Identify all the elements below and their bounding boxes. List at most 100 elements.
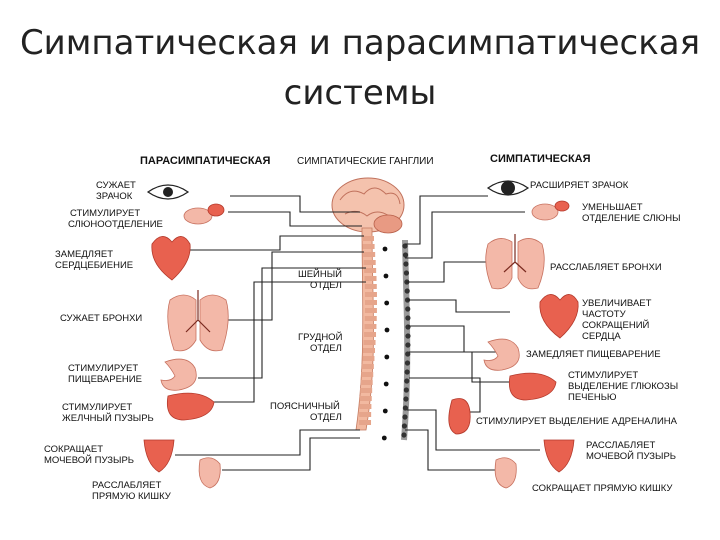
effect-bladder-relax-l2: МОЧЕВОЙ ПУЗЫРЬ xyxy=(586,450,676,462)
salivary-gland-icon xyxy=(531,200,570,221)
ganglion-node xyxy=(403,387,409,393)
vertebra xyxy=(363,340,376,345)
effect-gallbladder-l2: ЖЕЛЧНЫЙ ПУЗЫРЬ xyxy=(62,412,154,424)
section-thoracic-line2: ОТДЕЛ xyxy=(310,343,342,354)
ganglion-node xyxy=(405,333,411,339)
effect-rectum-contract: СОКРАЩАЕТ ПРЯМУЮ КИШКУ xyxy=(532,483,673,494)
section-lumbar-line1: ПОЯСНИЧНЫЙ xyxy=(270,400,340,412)
nerve-root-node xyxy=(383,381,389,387)
ganglion-node xyxy=(405,306,411,312)
ganglion-node xyxy=(402,405,409,411)
ganglion-node xyxy=(404,360,411,366)
effect-salivation-l2: СЛЮНООТДЕЛЕНИЕ xyxy=(68,219,163,230)
effect-digestion-slow: ЗАМЕДЛЯЕТ ПИЩЕВАРЕНИЕ xyxy=(526,349,661,360)
effect-heart-rate-l3: СОКРАЩЕНИЙ xyxy=(582,319,650,331)
salivary-gland-icon xyxy=(183,203,225,225)
effect-rectum-relax-l1: РАССЛАБЛЯЕТ xyxy=(92,480,161,491)
effect-salivation-l1: СТИМУЛИРУЕТ xyxy=(70,208,140,219)
sympathetic-labels: РАСШИРЯЕТ ЗРАЧОК УМЕНЬШАЕТ ОТДЕЛЕНИЕ СЛЮ… xyxy=(476,180,681,494)
vertebra xyxy=(363,260,376,265)
nerve-root-node xyxy=(384,300,390,306)
effect-pupil-dilate: РАСШИРЯЕТ ЗРАЧОК xyxy=(530,180,629,191)
stomach-icon xyxy=(483,338,520,371)
vertebra xyxy=(364,276,377,281)
effect-saliva-reduce-l2: ОТДЕЛЕНИЕ СЛЮНЫ xyxy=(582,213,681,224)
spinal-column xyxy=(355,227,377,431)
ganglion-node xyxy=(403,396,409,402)
effect-bladder-contract-l2: МОЧЕВОЙ ПУЗЫРЬ xyxy=(44,454,134,466)
ganglion-node xyxy=(405,315,411,321)
vertebra xyxy=(359,396,372,401)
vertebra xyxy=(359,412,372,417)
parasympathetic-labels: СУЖАЕТ ЗРАЧОК СТИМУЛИРУЕТ СЛЮНООТДЕЛЕНИЕ… xyxy=(44,180,172,502)
vertebra xyxy=(364,332,377,337)
effect-glucose-l1: СТИМУЛИРУЕТ xyxy=(568,370,638,381)
heart-icon xyxy=(151,236,191,281)
section-cervical-line1: ШЕЙНЫЙ xyxy=(298,268,342,280)
liver-icon xyxy=(166,392,215,421)
ganglion-node xyxy=(401,432,407,438)
vertebra xyxy=(364,316,377,321)
brain-illustration xyxy=(331,177,405,234)
title-line-1: Симпатическая и парасимпатическая xyxy=(19,23,701,63)
ganglion-node xyxy=(402,414,408,420)
effect-glucose-l3: ПЕЧЕНЬЮ xyxy=(568,392,617,403)
ganglion-node xyxy=(401,423,408,429)
sympathetic-ganglia-chain xyxy=(381,239,411,441)
section-lumbar-line2: ОТДЕЛ xyxy=(310,412,342,423)
effect-heart-rate-l1: УВЕЛИЧИВАЕТ xyxy=(582,298,652,309)
slide-title: Симпатическая и парасимпатическая систем… xyxy=(0,18,720,118)
nerve-root-node xyxy=(382,408,388,414)
vertebra xyxy=(363,348,376,353)
header-sympathetic: СИМПАТИЧЕСКАЯ xyxy=(490,153,591,165)
vertebra xyxy=(364,292,377,297)
vertebra xyxy=(361,372,374,377)
bladder-icon xyxy=(143,439,175,473)
effect-adrenaline: СТИМУЛИРУЕТ ВЫДЕЛЕНИЕ АДРЕНАЛИНА xyxy=(476,416,678,427)
ganglion-node xyxy=(402,243,408,249)
bladder-icon xyxy=(543,439,575,473)
rectum-icon xyxy=(494,457,517,489)
ganglion-node xyxy=(404,378,410,384)
organs-sympathetic xyxy=(448,180,579,489)
ganglion-node xyxy=(405,342,411,348)
stomach-icon xyxy=(160,358,197,391)
vertebra xyxy=(362,244,375,249)
nerve-root-node xyxy=(384,327,390,333)
effect-pupil-constrict-l1: СУЖАЕТ xyxy=(96,180,136,191)
effect-gallbladder-l1: СТИМУЛИРУЕТ xyxy=(62,402,132,413)
header-parasympathetic: ПАРАСИМПАТИЧЕСКАЯ xyxy=(140,155,270,167)
effect-heart-slow-l1: ЗАМЕДЛЯЕТ xyxy=(55,249,113,260)
ganglion-node xyxy=(402,252,409,258)
nerve-connections xyxy=(175,195,540,471)
section-thoracic-line1: ГРУДНОЙ xyxy=(298,331,343,343)
ganglion-node xyxy=(405,351,411,357)
vertebra xyxy=(362,356,375,361)
vertebra xyxy=(361,364,374,369)
ganglion-node xyxy=(404,369,410,375)
organs-parasympathetic xyxy=(143,184,229,489)
vertebra xyxy=(359,404,372,409)
header-ganglia: СИМПАТИЧЕСКИЕ ГАНГЛИИ xyxy=(297,156,434,167)
effect-bladder-relax-l1: РАССЛАБЛЯЕТ xyxy=(586,440,655,451)
ganglion-node xyxy=(404,288,410,294)
vertebra xyxy=(359,420,372,425)
effect-rectum-relax-l2: ПРЯМУЮ КИШКУ xyxy=(92,491,172,502)
nerve-root-node xyxy=(384,354,390,360)
ganglion-node xyxy=(403,261,409,267)
ganglion-node xyxy=(403,270,410,276)
effect-glucose-l2: ВЫДЕЛЕНИЕ ГЛЮКОЗЫ xyxy=(568,381,678,392)
vertebra xyxy=(364,324,377,329)
adrenal-kidney-icon xyxy=(448,398,471,435)
effect-bronchi-constrict: СУЖАЕТ БРОНХИ xyxy=(60,313,142,324)
effect-heart-rate-l4: СЕРДЦА xyxy=(582,331,621,342)
ganglion-node xyxy=(405,324,411,330)
nerve-root-node xyxy=(383,273,389,279)
section-cervical-line2: ОТДЕЛ xyxy=(310,280,342,291)
effect-saliva-reduce-l1: УМЕНЬШАЕТ xyxy=(582,202,643,213)
heart-icon xyxy=(539,294,579,339)
lungs-icon xyxy=(485,234,545,290)
eye-icon xyxy=(146,184,190,200)
vertebra xyxy=(364,300,377,305)
